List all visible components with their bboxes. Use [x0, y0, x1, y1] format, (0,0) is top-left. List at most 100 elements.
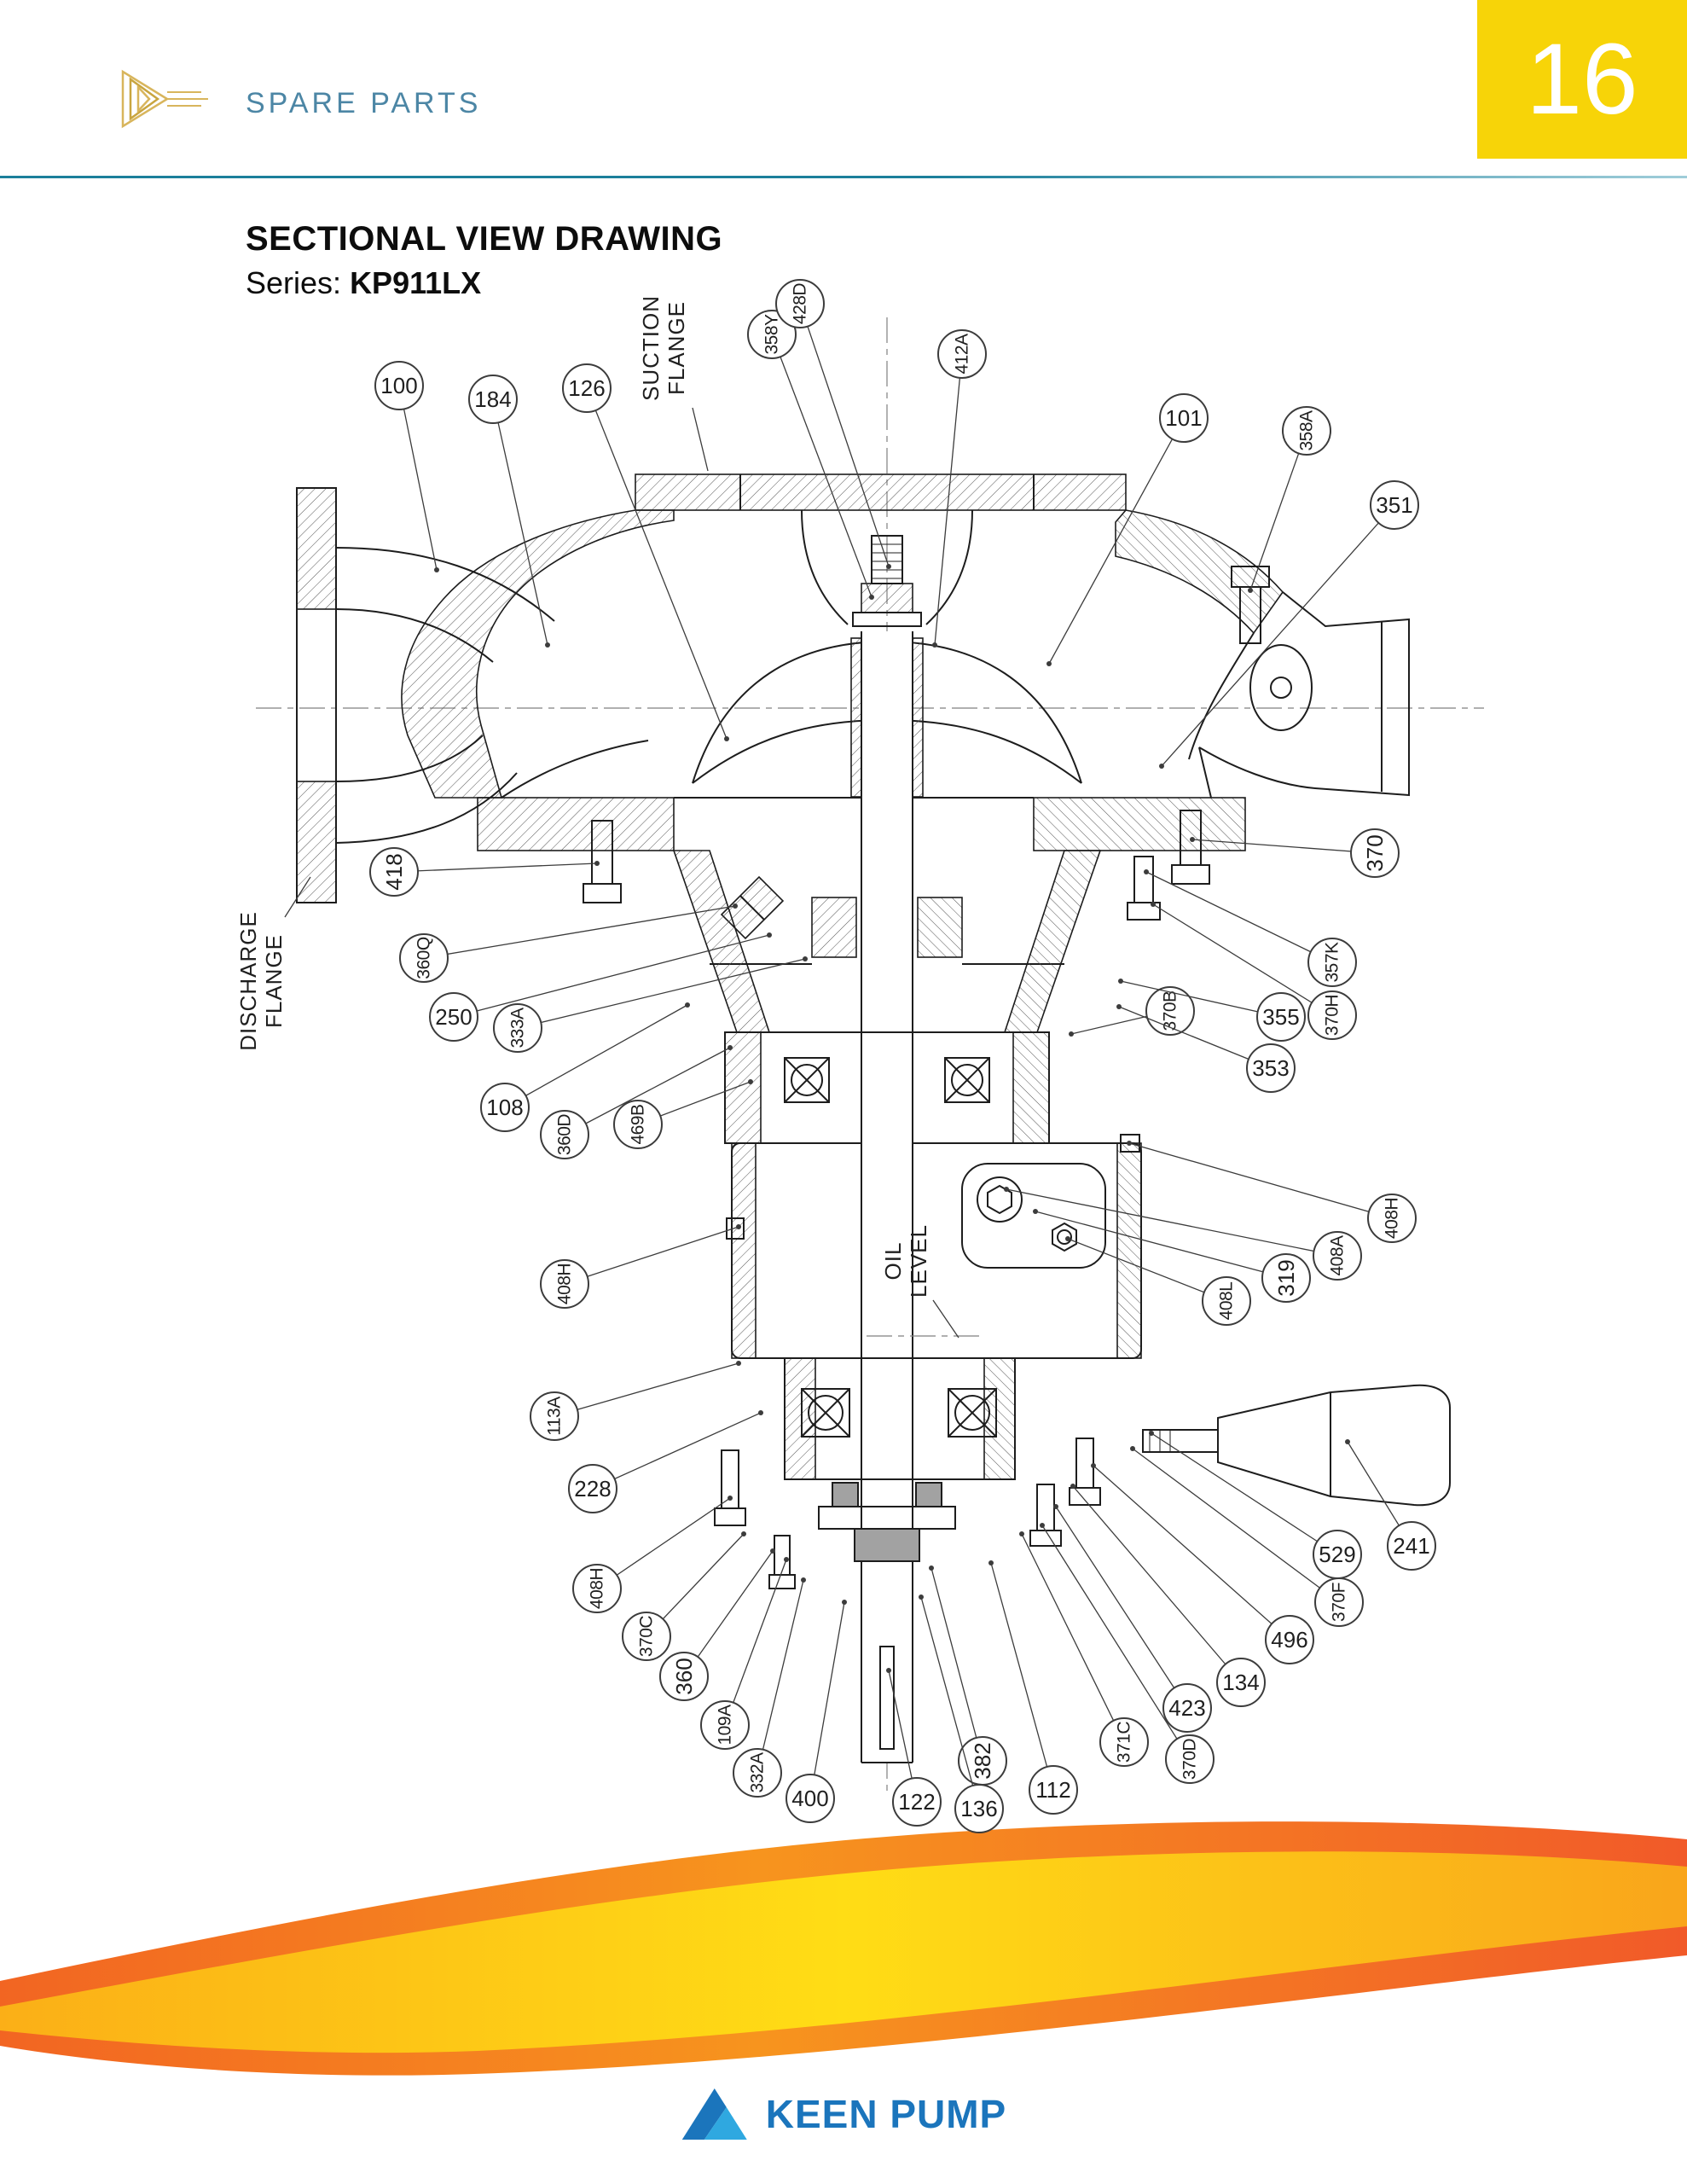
- callout-496: 496: [1091, 1463, 1314, 1664]
- callout-370: 370: [1190, 828, 1400, 878]
- svg-text:370C: 370C: [637, 1616, 657, 1658]
- callout-122: 122: [886, 1668, 942, 1827]
- svg-text:408H: 408H: [1383, 1198, 1402, 1239]
- gold-arrow-icon: [121, 69, 208, 129]
- callout-360Q: 360Q: [399, 903, 738, 983]
- wave-graphic: [0, 1821, 1687, 2076]
- svg-text:412A: 412A: [953, 334, 972, 375]
- svg-text:OILLEVEL: OILLEVEL: [880, 1224, 931, 1298]
- svg-text:333A: 333A: [508, 1008, 528, 1048]
- callout-382: 382: [929, 1565, 1007, 1786]
- callout-360: 360: [659, 1548, 775, 1701]
- svg-text:418: 418: [381, 853, 407, 890]
- svg-text:332A: 332A: [748, 1752, 768, 1793]
- svg-text:101: 101: [1165, 405, 1202, 431]
- callout-371C: 371C: [1019, 1531, 1149, 1767]
- svg-text:408H: 408H: [588, 1568, 607, 1609]
- svg-text:108: 108: [486, 1095, 523, 1120]
- callout-333A: 333A: [493, 956, 808, 1053]
- callout-112: 112: [988, 1560, 1078, 1815]
- series-line: Series: KP911LX: [246, 265, 722, 301]
- callout-241: 241: [1345, 1439, 1436, 1571]
- callout-184: 184: [468, 375, 550, 648]
- svg-text:250: 250: [435, 1004, 472, 1030]
- svg-text:134: 134: [1222, 1670, 1259, 1695]
- series-label: Series:: [246, 265, 342, 300]
- svg-text:122: 122: [898, 1789, 935, 1815]
- callout-370H: 370H: [1151, 902, 1357, 1040]
- brand-logo: KEEN PUMP: [681, 2087, 1006, 2141]
- svg-text:496: 496: [1271, 1627, 1307, 1653]
- callout-126: 126: [562, 363, 729, 741]
- svg-text:358Y: 358Y: [762, 314, 782, 355]
- callout-360D: 360D: [540, 1045, 733, 1159]
- drawing-label-suction-flange: SUCTIONFLANGE: [638, 295, 709, 472]
- callout-400: 400: [786, 1600, 847, 1823]
- svg-text:382: 382: [970, 1742, 995, 1779]
- callout-358A: 358A: [1248, 406, 1331, 593]
- svg-text:228: 228: [574, 1476, 611, 1502]
- svg-text:358A: 358A: [1297, 410, 1317, 451]
- svg-text:100: 100: [380, 373, 417, 398]
- svg-text:136: 136: [960, 1796, 997, 1821]
- svg-text:DISCHARGEFLANGE: DISCHARGEFLANGE: [235, 911, 287, 1051]
- callout-228: 228: [568, 1410, 763, 1513]
- callout-layer: 100 184 126 358Y 428D 412A 101 358A 351 418 360Q 25…: [235, 279, 1436, 1833]
- svg-text:529: 529: [1319, 1542, 1355, 1567]
- svg-text:360: 360: [671, 1658, 697, 1694]
- series-value: KP911LX: [350, 265, 482, 300]
- callout-108: 108: [480, 1002, 690, 1132]
- svg-text:360Q: 360Q: [415, 937, 434, 979]
- callout-408L: 408L: [1065, 1236, 1251, 1326]
- drawing-label-discharge-flange: DISCHARGEFLANGE: [235, 876, 311, 1051]
- callout-355: 355: [1118, 979, 1306, 1042]
- svg-text:360D: 360D: [555, 1114, 575, 1156]
- callout-351: 351: [1159, 480, 1419, 769]
- svg-text:370B: 370B: [1161, 990, 1180, 1031]
- callout-113A: 113A: [530, 1361, 741, 1441]
- svg-text:126: 126: [568, 375, 605, 401]
- page-number-tab: 16: [1477, 0, 1687, 159]
- callout-100: 100: [374, 361, 439, 572]
- callout-418: 418: [369, 847, 600, 897]
- callout-428D: 428D: [775, 279, 891, 569]
- callout-134: 134: [1070, 1484, 1266, 1707]
- page-title: SECTIONAL VIEW DRAWING: [246, 220, 723, 258]
- callout-136: 136: [919, 1594, 1004, 1833]
- svg-text:112: 112: [1035, 1777, 1070, 1803]
- svg-text:109A: 109A: [716, 1705, 735, 1745]
- svg-text:469B: 469B: [629, 1104, 648, 1144]
- svg-text:408L: 408L: [1217, 1282, 1237, 1321]
- svg-text:408A: 408A: [1328, 1235, 1348, 1276]
- svg-text:370F: 370F: [1330, 1583, 1349, 1622]
- svg-text:184: 184: [474, 386, 511, 412]
- svg-text:370D: 370D: [1180, 1739, 1200, 1780]
- svg-text:428D: 428D: [791, 283, 810, 325]
- callout-109A: 109A: [700, 1557, 789, 1750]
- svg-text:370: 370: [1362, 834, 1388, 871]
- callout-408H: 408H: [1127, 1141, 1417, 1243]
- callout-250: 250: [429, 932, 772, 1042]
- callout-101: 101: [1046, 393, 1209, 666]
- callout-353: 353: [1116, 1004, 1296, 1093]
- brand-name: KEEN PUMP: [765, 2092, 1007, 2136]
- callout-408H: 408H: [540, 1224, 741, 1309]
- svg-text:400: 400: [791, 1786, 828, 1811]
- title-block: SECTIONAL VIEW DRAWING Series: KP911LX: [246, 220, 722, 301]
- callout-357K: 357K: [1144, 869, 1357, 987]
- callout-332A: 332A: [733, 1577, 806, 1798]
- callout-412A: 412A: [932, 329, 987, 648]
- page-number: 16: [1526, 23, 1638, 136]
- svg-text:353: 353: [1252, 1055, 1289, 1081]
- svg-text:SUCTIONFLANGE: SUCTIONFLANGE: [638, 295, 689, 401]
- section-label: SPARE PARTS: [246, 87, 482, 119]
- drawing-label-oil-level: OILLEVEL: [880, 1224, 959, 1339]
- svg-text:408H: 408H: [555, 1263, 575, 1304]
- callout-529: 529: [1149, 1431, 1362, 1579]
- svg-text:355: 355: [1262, 1004, 1299, 1030]
- callout-319: 319: [1033, 1209, 1311, 1303]
- svg-text:113A: 113A: [545, 1397, 565, 1436]
- callout-469B: 469B: [613, 1079, 753, 1149]
- svg-text:351: 351: [1376, 492, 1412, 518]
